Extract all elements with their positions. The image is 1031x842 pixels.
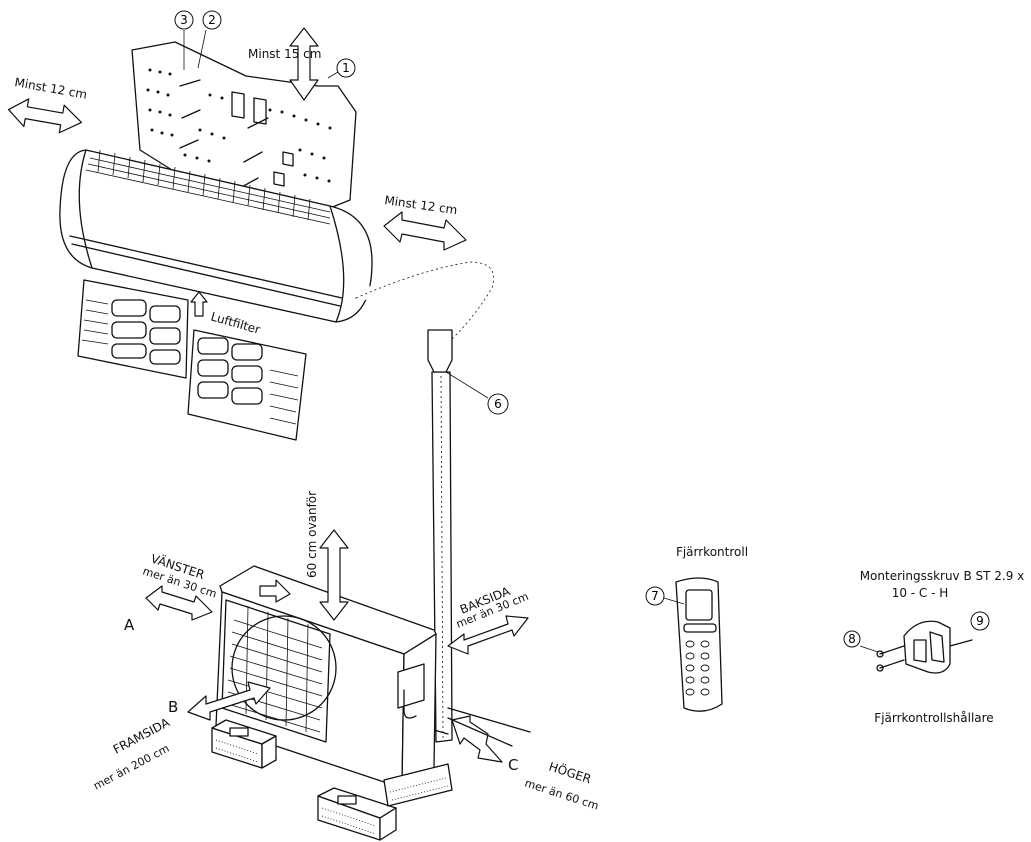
letter-c: C (508, 756, 518, 774)
remote-holder (859, 620, 973, 674)
clearance-top-arrow (289, 27, 319, 101)
label-fjarrkontroll: Fjärrkontroll (676, 545, 748, 559)
callout-9: 9 (970, 611, 990, 631)
remote-control (663, 577, 723, 712)
label-monteringsskruv-line1: Monteringsskruv B ST 2.9 x (860, 569, 1025, 583)
callout-3: 3 (174, 10, 194, 70)
clearance-left-arrow (7, 98, 83, 134)
callout-8: 8 (843, 630, 861, 648)
clearance-above-arrow (319, 529, 349, 621)
fan-guard (227, 605, 323, 733)
connecting-pipe (353, 256, 500, 787)
svg-text:7: 7 (651, 589, 659, 603)
label-hoger: HÖGER (547, 758, 593, 787)
svg-text:6: 6 (494, 397, 502, 411)
filter-insert-arrow (190, 291, 208, 317)
label-minst-12-cm-right: Minst 12 cm (384, 193, 459, 217)
indoor-grille (85, 149, 331, 225)
callout-6: 6 (445, 371, 509, 415)
label-fjarrkontrollshallare: Fjärrkontrollshållare (874, 711, 993, 725)
air-filter-left (77, 279, 189, 379)
callout-2: 2 (197, 10, 222, 69)
label-minst-15-cm: Minst 15 cm (248, 47, 321, 61)
pipe-outlet-lines (447, 707, 531, 747)
clearance-front-arrow (187, 681, 271, 721)
label-minst-12-cm-left: Minst 12 cm (13, 75, 88, 102)
air-filter-right (187, 329, 307, 441)
callout-1: 1 (327, 58, 356, 79)
letter-b: B (168, 698, 178, 716)
clearance-right-outdoor-arrow (451, 715, 503, 763)
clearance-left-outdoor-arrow (145, 585, 213, 621)
label-luftfilter: Luftfilter (209, 309, 262, 336)
svg-text:3: 3 (180, 13, 188, 27)
clearance-right-arrow (383, 211, 467, 251)
label-60-cm-ovanfor: 60 cm ovanför (305, 491, 319, 578)
svg-text:9: 9 (976, 614, 984, 628)
airflow-in-arrow (259, 579, 291, 603)
label-framsida-distance: mer än 200 cm (91, 742, 171, 793)
svg-text:2: 2 (208, 13, 216, 27)
letter-a: A (124, 616, 135, 634)
foundation-blocks (211, 719, 453, 841)
callout-7: 7 (645, 586, 665, 606)
clearance-back-arrow (447, 615, 529, 655)
label-monteringsskruv-line2: 10 - C - H (892, 586, 949, 600)
svg-text:1: 1 (342, 61, 350, 75)
indoor-unit (59, 149, 373, 323)
svg-text:8: 8 (848, 632, 856, 646)
